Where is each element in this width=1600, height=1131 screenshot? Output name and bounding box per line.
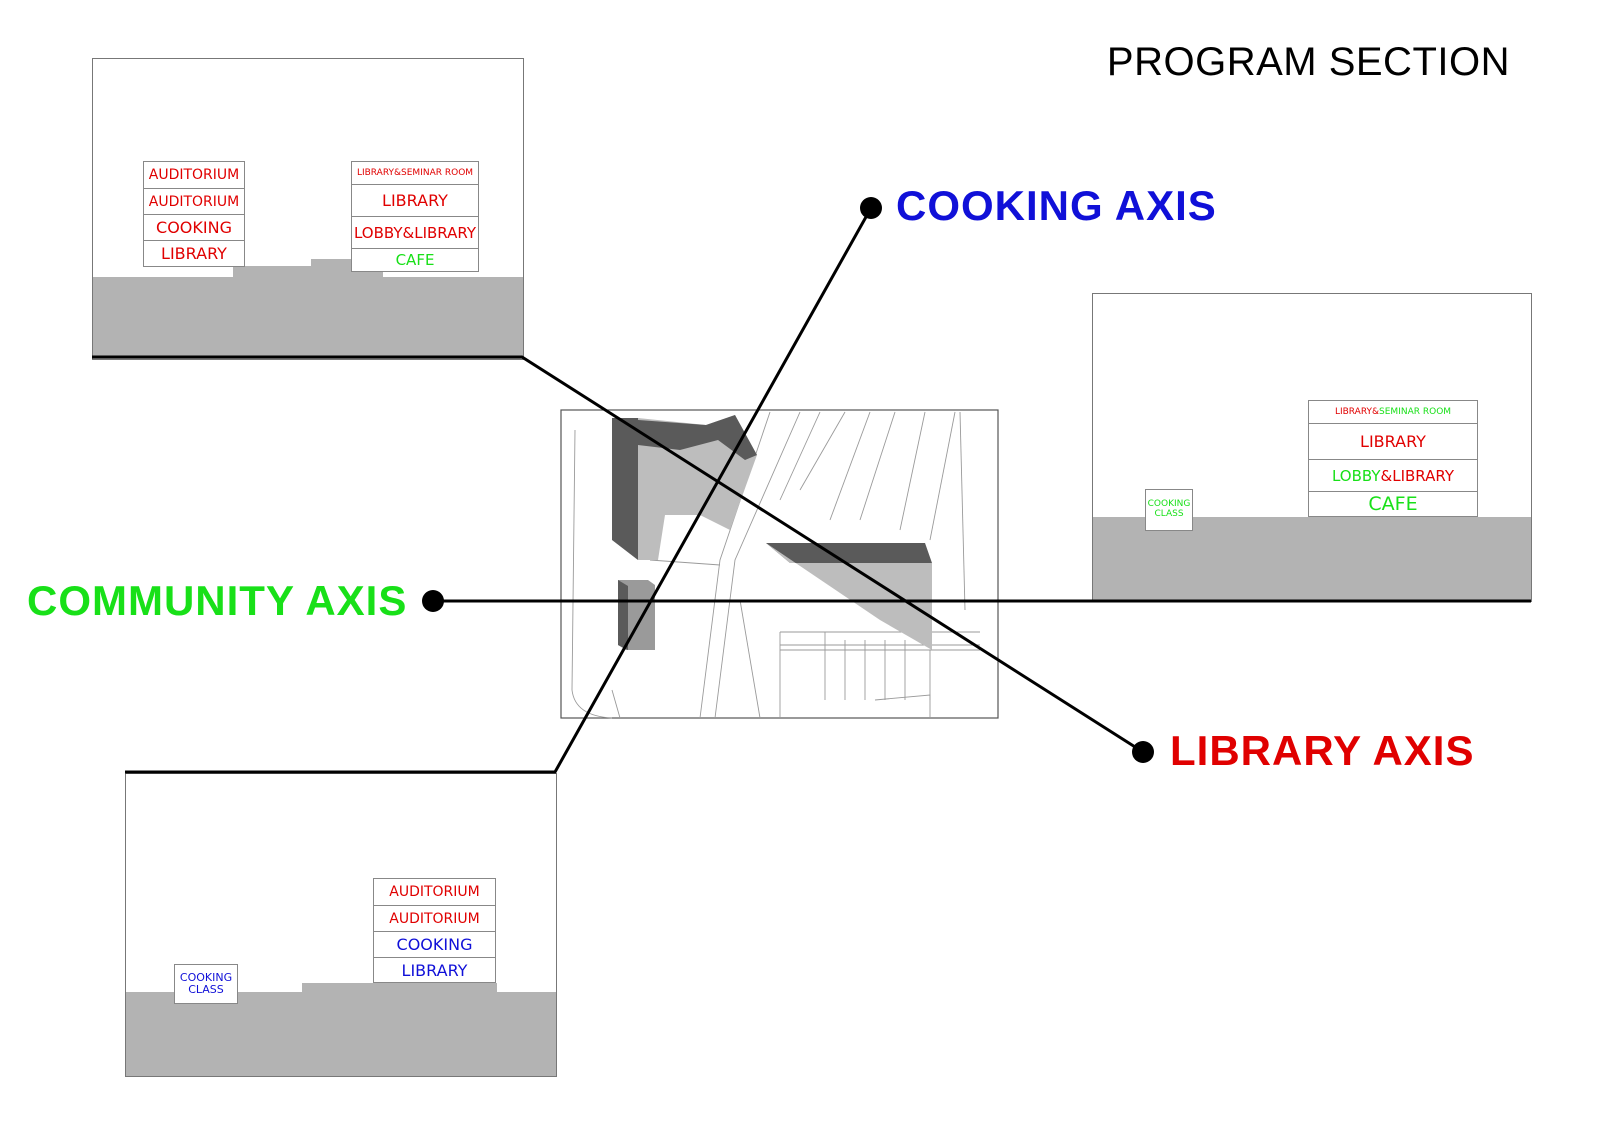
program-box: LIBRARY&SEMINAR ROOM	[1308, 400, 1478, 424]
program-box-line: CLASS	[1154, 509, 1184, 519]
ground-step	[302, 983, 497, 995]
program-box: CAFE	[351, 248, 479, 272]
program-box-line: CLASS	[188, 983, 224, 996]
program-box-small: COOKING CLASS	[174, 964, 238, 1004]
library-axis-section: AUDITORIUM AUDITORIUM COOKING LIBRARY LI…	[92, 58, 524, 360]
cooking-axis-line	[125, 207, 873, 774]
cooking-axis-label: COOKING AXIS	[896, 182, 1217, 229]
ground-fill	[1093, 517, 1531, 601]
program-box: COOKING	[143, 214, 245, 241]
program-box-part: SEMINAR ROOM	[1379, 407, 1452, 417]
program-box-line: COOKING	[1147, 499, 1191, 510]
ground-fill	[126, 992, 556, 1076]
program-box: LIBRARY	[1308, 423, 1478, 460]
program-box-line: COOKING	[179, 970, 233, 984]
program-stack-right: LIBRARY&SEMINAR ROOM LIBRARY LOBBY&LIBRA…	[351, 161, 479, 272]
library-axis-line	[92, 355, 1144, 754]
community-axis-section: COOKING CLASS LIBRARY&SEMINAR ROOM LIBRA…	[1092, 293, 1532, 602]
program-box: LIBRARY	[373, 957, 496, 983]
cooking-axis-section: COOKING CLASS AUDITORIUM AUDITORIUM COOK…	[125, 773, 557, 1077]
program-stack: AUDITORIUM AUDITORIUM COOKING LIBRARY	[373, 878, 496, 983]
program-box-part: LOBBY	[1331, 466, 1381, 485]
program-box: CAFE	[1308, 491, 1478, 517]
community-axis-dot	[422, 590, 444, 612]
program-box: AUDITORIUM	[373, 878, 496, 906]
program-box: LIBRARY	[143, 240, 245, 267]
page-title: PROGRAM SECTION	[1106, 40, 1510, 84]
program-box-part: LIBRARY&	[1334, 407, 1380, 417]
site-plan	[560, 409, 999, 719]
cooking-axis-dot	[860, 197, 882, 219]
program-stack-left: AUDITORIUM AUDITORIUM COOKING LIBRARY	[143, 161, 245, 267]
library-axis-dot	[1132, 741, 1154, 763]
program-box: AUDITORIUM	[143, 188, 245, 215]
program-box: AUDITORIUM	[373, 905, 496, 932]
program-box: COOKING	[373, 931, 496, 958]
ground-step	[311, 259, 351, 279]
program-box: LIBRARY	[351, 184, 479, 217]
program-box-small: COOKING CLASS	[1145, 489, 1193, 531]
ground-fill	[93, 277, 523, 359]
program-stack: LIBRARY&SEMINAR ROOM LIBRARY LOBBY&LIBRA…	[1308, 400, 1478, 517]
axis-lines	[92, 207, 1531, 774]
library-axis-label: LIBRARY AXIS	[1170, 727, 1475, 774]
program-box: LIBRARY&SEMINAR ROOM	[351, 161, 479, 185]
program-box-part: &LIBRARY	[1380, 466, 1455, 485]
community-axis-label: COMMUNITY AXIS	[27, 577, 408, 624]
